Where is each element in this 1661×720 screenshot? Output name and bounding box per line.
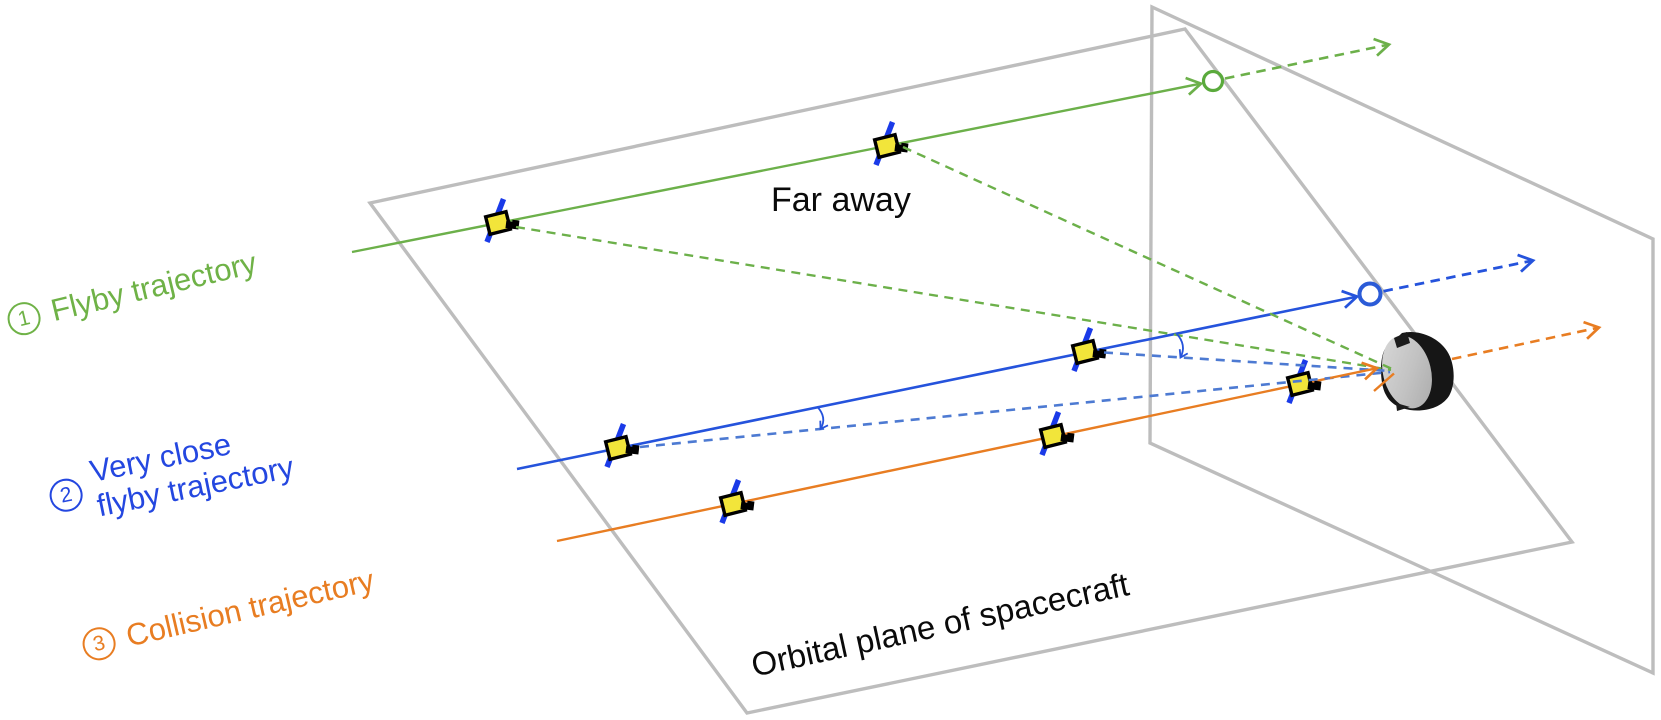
spacecraft-icon (606, 424, 640, 467)
asteroid-icon (1380, 331, 1454, 411)
circled-number-3: 3 (79, 623, 119, 664)
target-plane-outline (1148, 4, 1655, 676)
circled-number-1: 1 (4, 298, 44, 339)
angle-arc-icon (816, 405, 829, 431)
close-flyby-sightline-1 (639, 370, 1391, 449)
spacecraft-icon (721, 480, 755, 523)
label-far-away: Far away (771, 181, 911, 219)
flyby-trajectory-line (351, 76, 1204, 254)
closest-approach-circle-close-flyby (1357, 281, 1383, 307)
collision-continuation-arrow (1451, 320, 1602, 361)
angle-arc-icon (1175, 332, 1189, 359)
spacecraft-icon (1041, 412, 1075, 455)
flyby-continuation-arrow (1224, 37, 1392, 80)
spacecraft-icon (875, 122, 909, 165)
spacecraft-icon (1073, 328, 1107, 371)
flyby-sightline-2 (902, 145, 1392, 370)
orbital-plane-outline (367, 27, 1575, 715)
collision-trajectory-arrow (1329, 361, 1380, 381)
circled-number-2: 2 (46, 475, 86, 515)
sight-lines (515, 145, 1392, 449)
closest-approach-circle-flyby (1201, 69, 1225, 93)
spacecraft-icon (486, 199, 520, 242)
close-flyby-trajectory-line (516, 289, 1360, 471)
flyby-sightline-1 (515, 225, 1392, 372)
collision-trajectory-line (556, 376, 1331, 543)
collision-impact-stroke (1373, 372, 1395, 392)
close-flyby-continuation-arrow (1383, 253, 1536, 293)
far-away-text: Far away (771, 181, 911, 219)
